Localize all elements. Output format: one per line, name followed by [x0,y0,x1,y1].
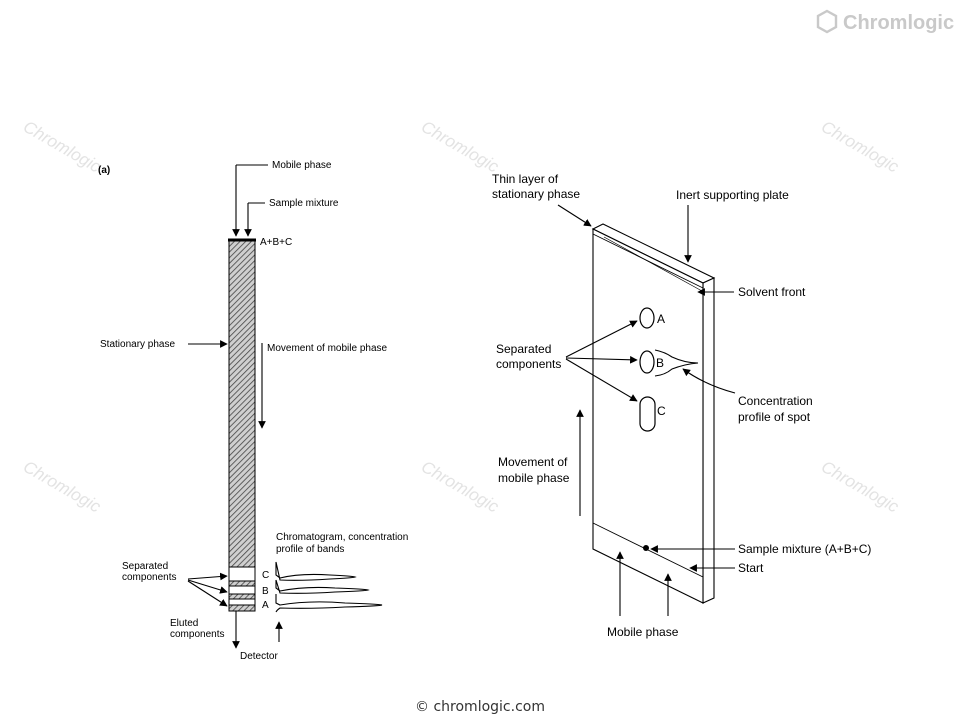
band-b-label: B [262,586,269,597]
watermark: Chromlogic [20,457,104,517]
watermark: Chromlogic [418,117,502,177]
mobile-phase-label: Mobile phase [272,160,332,171]
concentration-label: Concentration [738,394,813,408]
separated-components-label: Separated [122,561,168,572]
hexagon-logo-icon [816,9,838,34]
inert-plate-label: Inert supporting plate [676,188,789,202]
separated-arrow-c [187,572,228,581]
movement-label: mobile phase [498,471,570,485]
separated-components-label: components [496,357,561,371]
watermark: Chromlogic [418,457,502,517]
plate-side-edge [702,277,715,604]
concentration-label: profile of spot [738,410,811,424]
start-label: Start [738,561,764,575]
peak-c [275,561,357,581]
concentration-arrow [682,368,736,394]
separated-arrow-a [187,580,228,607]
chromatogram-label: Chromatogram, concentration [276,532,408,543]
movement-label: Movement of [498,455,568,469]
solvent-front-label: Solvent front [738,285,806,299]
mobile-phase-label: Mobile phase [607,625,679,639]
sample-mixture-label: Sample mixture [269,198,339,209]
eluted-components-label: Eluted [170,618,198,629]
watermark: Chromlogic [20,117,104,177]
logo-text: Chromlogic [843,12,954,34]
top-mixture-label: A+B+C [260,237,292,248]
solvent-front-line [603,236,703,292]
separated-arrow-c [565,358,638,402]
detector-label: Detector [240,651,278,662]
spot-b [639,350,655,374]
watermark: Chromlogic [818,457,902,517]
sample-mixture-label: Sample mixture (A+B+C) [738,542,871,556]
brand-logo: Chromlogic [816,9,954,34]
tlc-diagram: A B C Thin layer of stationary phase Ine… [492,172,871,639]
spot-c [639,396,656,432]
stationary-phase-label: Stationary phase [100,339,175,350]
panel-label: (a) [98,165,110,176]
peak-b [275,579,370,594]
band-b [228,593,256,600]
sample-dot [643,545,649,551]
thin-layer-label: stationary phase [492,187,580,201]
watermark: Chromlogic [818,117,902,177]
spot-a-label: A [657,312,665,326]
footer-copyright: © chromlogic.com [415,699,545,715]
eluted-components-label: components [170,629,224,640]
stationary-phase-column [228,239,256,568]
separated-arrow-b [565,355,638,364]
separated-arrow-a [565,320,638,358]
band-b-gap [228,585,256,595]
movement-label: Movement of mobile phase [267,343,388,354]
peak-a [275,594,383,613]
band-c-gap [228,566,256,582]
band-c-label: C [262,570,269,581]
spot-c-label: C [657,404,666,418]
watermarks: Chromlogic Chromlogic Chromlogic Chromlo… [20,117,902,517]
thin-layer-label: Thin layer of [492,172,559,186]
separated-components-label: components [122,572,176,583]
separated-components-label: Separated [496,342,551,356]
band-a-gap [228,598,256,606]
band-a [228,604,256,612]
band-c [228,580,256,587]
spot-a [639,307,655,329]
separated-arrow-b [187,579,228,594]
thin-layer-arrow [557,204,592,227]
spot-b-label: B [656,356,664,370]
band-a-label: A [262,600,269,611]
spot-profile-curve [654,349,699,377]
column-chromatography-diagram: (a) Mobile phase Sample mixture A+B+C St… [98,160,408,662]
chromatogram-label: profile of bands [276,544,344,555]
